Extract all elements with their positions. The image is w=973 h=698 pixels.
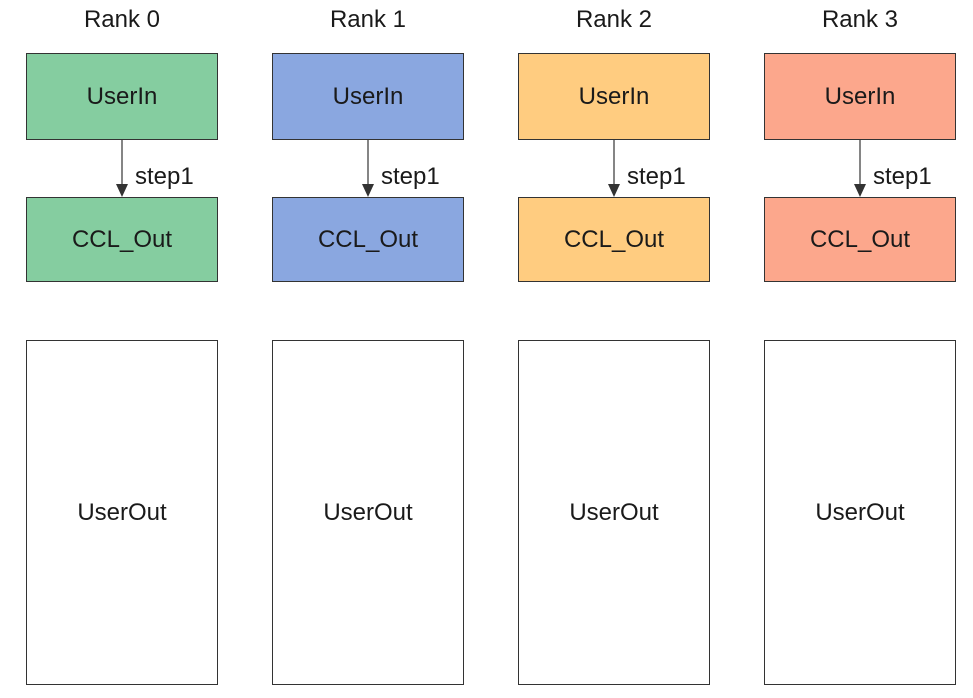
user-out-label: UserOut bbox=[77, 498, 167, 526]
column-spacer bbox=[272, 282, 464, 340]
rank-title: Rank 0 bbox=[83, 5, 161, 33]
user-out-label: UserOut bbox=[323, 498, 413, 526]
rank-title: Rank 3 bbox=[821, 5, 899, 33]
step-label: step1 bbox=[627, 163, 686, 190]
user-in-label: UserIn bbox=[824, 82, 896, 110]
user-out-box: UserOut bbox=[26, 340, 218, 685]
column-spacer bbox=[518, 282, 710, 340]
ccl-out-label: CCL_Out bbox=[317, 225, 419, 253]
arrow-zone: step1 bbox=[764, 140, 956, 197]
arrow-down-icon bbox=[854, 140, 866, 197]
user-out-box: UserOut bbox=[518, 340, 710, 685]
step-label: step1 bbox=[873, 163, 932, 190]
ccl-out-box: CCL_Out bbox=[272, 197, 464, 282]
user-in-label: UserIn bbox=[332, 82, 404, 110]
arrow-zone: step1 bbox=[26, 140, 218, 197]
arrow-zone: step1 bbox=[272, 140, 464, 197]
column-spacer bbox=[26, 282, 218, 340]
user-out-label: UserOut bbox=[569, 498, 659, 526]
rank-title: Rank 1 bbox=[329, 5, 407, 33]
rank-column-1: Rank 1 UserIn step1 CCL_Out UserOut bbox=[272, 0, 464, 685]
column-spacer bbox=[764, 282, 956, 340]
user-in-box: UserIn bbox=[764, 53, 956, 140]
arrow-zone: step1 bbox=[518, 140, 710, 197]
ccl-out-box: CCL_Out bbox=[26, 197, 218, 282]
user-in-label: UserIn bbox=[86, 82, 158, 110]
user-in-box: UserIn bbox=[26, 53, 218, 140]
rank-column-2: Rank 2 UserIn step1 CCL_Out UserOut bbox=[518, 0, 710, 685]
ccl-out-box: CCL_Out bbox=[764, 197, 956, 282]
rank-column-3: Rank 3 UserIn step1 CCL_Out UserOut bbox=[764, 0, 956, 685]
ccl-out-label: CCL_Out bbox=[809, 225, 911, 253]
step-label: step1 bbox=[381, 163, 440, 190]
arrow-down-icon bbox=[362, 140, 374, 197]
user-out-box: UserOut bbox=[272, 340, 464, 685]
ccl-out-label: CCL_Out bbox=[71, 225, 173, 253]
user-out-box: UserOut bbox=[764, 340, 956, 685]
user-out-label: UserOut bbox=[815, 498, 905, 526]
arrow-down-icon bbox=[116, 140, 128, 197]
step-label: step1 bbox=[135, 163, 194, 190]
arrow-down-icon bbox=[608, 140, 620, 197]
rank-title: Rank 2 bbox=[575, 5, 653, 33]
user-in-box: UserIn bbox=[272, 53, 464, 140]
ccl-out-label: CCL_Out bbox=[563, 225, 665, 253]
user-in-box: UserIn bbox=[518, 53, 710, 140]
user-in-label: UserIn bbox=[578, 82, 650, 110]
ccl-out-box: CCL_Out bbox=[518, 197, 710, 282]
rank-column-0: Rank 0 UserIn step1 CCL_Out UserOut bbox=[26, 0, 218, 685]
